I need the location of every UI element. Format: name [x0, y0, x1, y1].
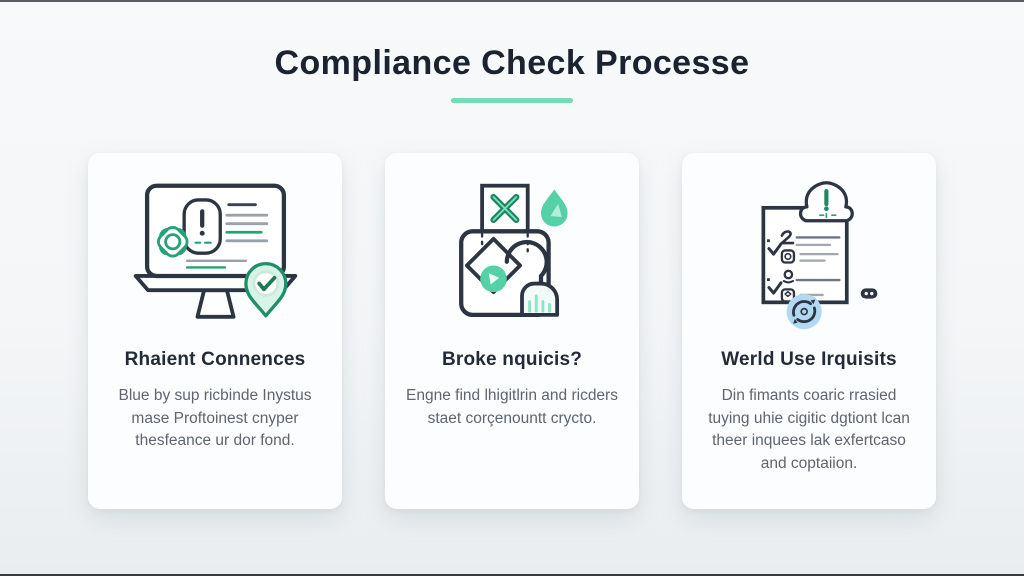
card-heading: Broke nquicis?: [441, 349, 583, 371]
card-body-text: Engne find lhigitlrin and ricders staet …: [406, 387, 618, 427]
checklist-document-sync-icon: [698, 173, 920, 339]
top-border-line: [0, 0, 1024, 2]
card-heading: Werld Use Irquisits: [721, 349, 897, 371]
cards-row: Rhaient Connences Blue by sup ricbinde I…: [0, 153, 1024, 510]
card-checklist-document: Werld Use Irquisits Din fimants coaric r…: [682, 153, 936, 510]
rejected-document-box-icon: [401, 173, 623, 339]
card-compliance-monitor: Rhaient Connences Blue by sup ricbinde I…: [88, 153, 342, 510]
bottom-border-line: [0, 574, 1024, 576]
page-header: Compliance Check Processe: [0, 0, 1024, 104]
page-title: Compliance Check Processe: [274, 44, 750, 82]
card-body-text: Din fimants coaric rrasied tuying uhie c…: [708, 387, 910, 472]
monitor-compliance-check-icon: [104, 173, 326, 339]
card-heading: Rhaient Connences: [124, 349, 306, 371]
card-body-text: Blue by sup ricbinde Inystus mase Profto…: [118, 387, 312, 450]
title-accent-underline: [451, 98, 573, 104]
card-rejected-document: Broke nquicis? Engne find lhigitlrin and…: [385, 153, 639, 510]
